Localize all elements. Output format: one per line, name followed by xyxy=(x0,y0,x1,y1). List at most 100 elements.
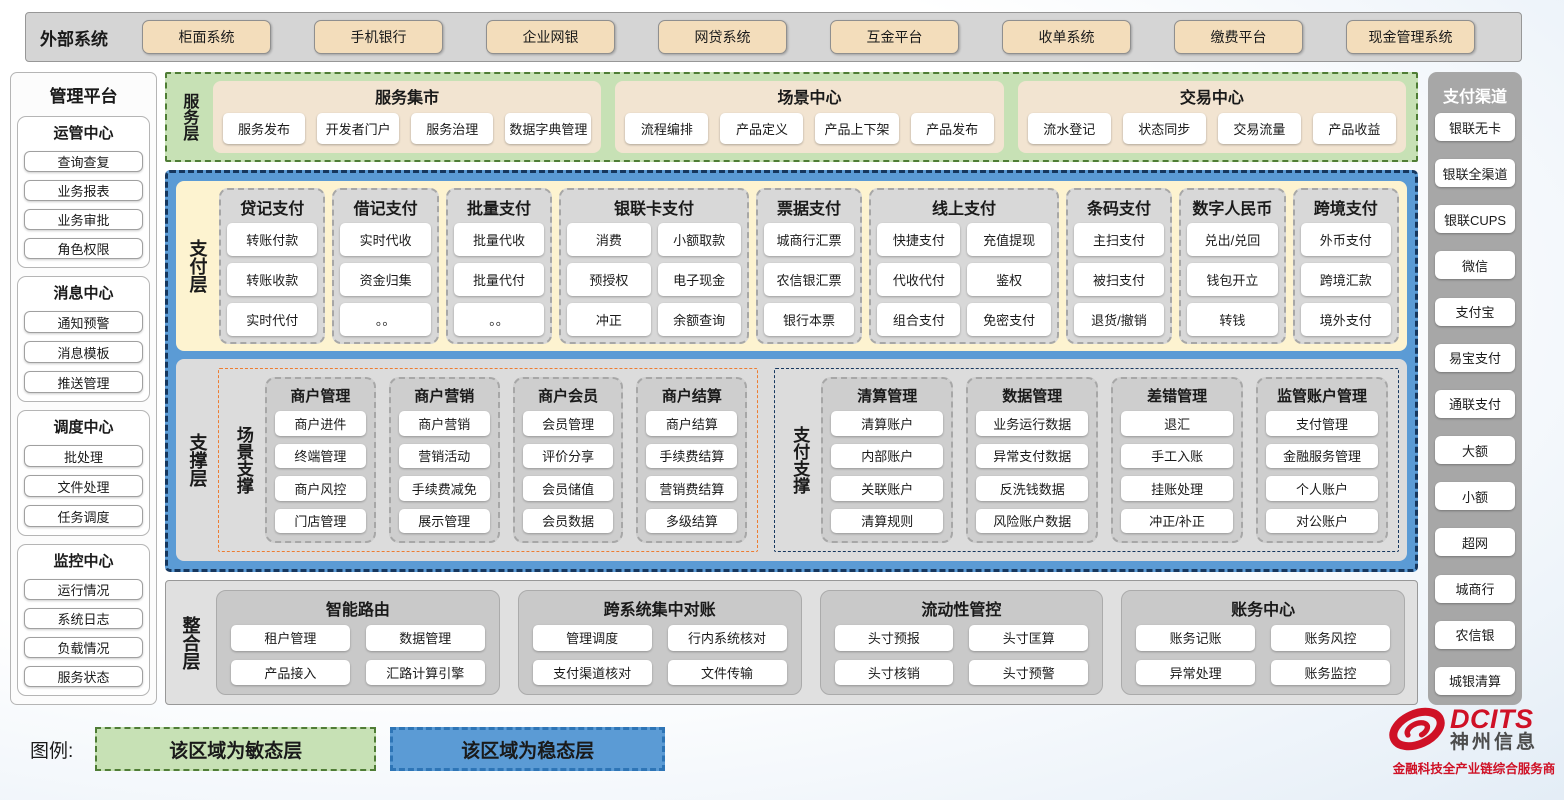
support-item-button[interactable]: 内部账户 xyxy=(831,443,944,468)
payment-item-button[interactable]: 兑出/兑回 xyxy=(1187,223,1278,256)
payment-channel-button[interactable]: 银联无卡 xyxy=(1435,113,1515,141)
service-item-button[interactable]: 流程编排 xyxy=(625,113,709,144)
management-item-button[interactable]: 消息模板 xyxy=(24,341,143,363)
support-item-button[interactable]: 会员储值 xyxy=(522,476,614,501)
support-item-button[interactable]: 商户营销 xyxy=(398,411,490,436)
payment-channel-button[interactable]: 超网 xyxy=(1435,528,1515,557)
integration-item-button[interactable]: 头寸预报 xyxy=(834,625,954,651)
management-item-button[interactable]: 系统日志 xyxy=(24,608,143,629)
support-item-button[interactable]: 会员管理 xyxy=(522,411,614,436)
payment-channel-button[interactable]: 农信银 xyxy=(1435,620,1515,649)
management-item-button[interactable]: 负载情况 xyxy=(24,637,143,658)
integration-item-button[interactable]: 账务风控 xyxy=(1271,625,1390,651)
integration-item-button[interactable]: 文件传输 xyxy=(667,659,787,685)
management-item-button[interactable]: 服务状态 xyxy=(24,666,143,687)
management-item-button[interactable]: 任务调度 xyxy=(24,505,143,527)
support-item-button[interactable]: 手续费减免 xyxy=(398,476,490,501)
payment-item-button[interactable]: 预授权 xyxy=(567,263,651,296)
payment-channel-button[interactable]: 通联支付 xyxy=(1435,389,1515,418)
external-system-button[interactable]: 缴费平台 xyxy=(1174,20,1303,54)
payment-channel-button[interactable]: 小额 xyxy=(1435,482,1515,511)
external-system-button[interactable]: 柜面系统 xyxy=(142,20,271,54)
support-item-button[interactable]: 评价分享 xyxy=(522,443,614,468)
service-item-button[interactable]: 开发者门户 xyxy=(317,113,400,144)
payment-item-button[interactable]: 转账收款 xyxy=(227,263,318,296)
payment-item-button[interactable]: 退货/撤销 xyxy=(1073,303,1165,336)
payment-item-button[interactable]: 城商行汇票 xyxy=(763,223,855,256)
management-item-button[interactable]: 角色权限 xyxy=(24,238,143,259)
management-item-button[interactable]: 业务审批 xyxy=(24,209,143,230)
payment-item-button[interactable]: 。。 xyxy=(453,303,545,336)
external-system-button[interactable]: 网贷系统 xyxy=(658,20,787,54)
payment-item-button[interactable]: 小额取款 xyxy=(657,223,741,256)
service-item-button[interactable]: 数据字典管理 xyxy=(505,113,592,144)
integration-item-button[interactable]: 异常处理 xyxy=(1136,659,1256,685)
support-item-button[interactable]: 支付管理 xyxy=(1266,411,1378,436)
service-item-button[interactable]: 服务发布 xyxy=(223,113,306,144)
payment-item-button[interactable]: 转钱 xyxy=(1187,303,1278,336)
payment-item-button[interactable]: 农信银汇票 xyxy=(763,263,855,296)
payment-item-button[interactable]: 跨境汇款 xyxy=(1300,263,1391,296)
payment-item-button[interactable]: 批量代付 xyxy=(453,263,545,296)
integration-item-button[interactable]: 账务监控 xyxy=(1271,659,1390,685)
support-item-button[interactable]: 关联账户 xyxy=(831,476,944,501)
external-system-button[interactable]: 企业网银 xyxy=(486,20,615,54)
support-item-button[interactable]: 门店管理 xyxy=(275,508,366,533)
payment-channel-button[interactable]: 城商行 xyxy=(1435,574,1515,603)
service-item-button[interactable]: 交易流量 xyxy=(1217,113,1301,144)
payment-item-button[interactable]: 消费 xyxy=(567,223,651,256)
integration-item-button[interactable]: 租户管理 xyxy=(231,625,350,651)
management-item-button[interactable]: 通知预警 xyxy=(24,311,143,333)
payment-item-button[interactable]: 免密支付 xyxy=(967,303,1051,336)
management-item-button[interactable]: 推送管理 xyxy=(24,371,143,393)
payment-item-button[interactable]: 冲正 xyxy=(567,303,651,336)
service-item-button[interactable]: 产品发布 xyxy=(910,113,994,144)
payment-item-button[interactable]: 主扫支付 xyxy=(1073,223,1165,256)
payment-item-button[interactable]: 鉴权 xyxy=(967,263,1051,296)
payment-item-button[interactable]: 转账付款 xyxy=(227,223,318,256)
management-item-button[interactable]: 运行情况 xyxy=(24,579,143,600)
management-item-button[interactable]: 查询查复 xyxy=(24,151,143,172)
payment-item-button[interactable]: 境外支付 xyxy=(1300,303,1391,336)
payment-channel-button[interactable]: 易宝支付 xyxy=(1435,343,1515,372)
service-item-button[interactable]: 服务治理 xyxy=(411,113,494,144)
payment-item-button[interactable]: 组合支付 xyxy=(877,303,961,336)
integration-item-button[interactable]: 产品接入 xyxy=(231,659,350,685)
support-item-button[interactable]: 异常支付数据 xyxy=(976,443,1089,468)
payment-item-button[interactable]: 钱包开立 xyxy=(1187,263,1278,296)
payment-item-button[interactable]: 充值提现 xyxy=(967,223,1051,256)
support-item-button[interactable]: 清算账户 xyxy=(831,411,944,436)
payment-channel-button[interactable]: 支付宝 xyxy=(1435,297,1515,326)
payment-item-button[interactable]: 银行本票 xyxy=(763,303,855,336)
integration-item-button[interactable]: 头寸匡算 xyxy=(969,625,1089,651)
external-system-button[interactable]: 现金管理系统 xyxy=(1346,20,1475,54)
support-item-button[interactable]: 多级结算 xyxy=(646,508,738,533)
management-item-button[interactable]: 业务报表 xyxy=(24,180,143,201)
support-item-button[interactable]: 手续费结算 xyxy=(646,443,738,468)
support-item-button[interactable]: 个人账户 xyxy=(1266,476,1378,501)
external-system-button[interactable]: 手机银行 xyxy=(314,20,443,54)
external-system-button[interactable]: 收单系统 xyxy=(1002,20,1131,54)
service-item-button[interactable]: 产品上下架 xyxy=(815,113,899,144)
support-item-button[interactable]: 清算规则 xyxy=(831,508,944,533)
service-item-button[interactable]: 产品收益 xyxy=(1312,113,1396,144)
payment-channel-button[interactable]: 银联全渠道 xyxy=(1435,159,1515,188)
support-item-button[interactable]: 终端管理 xyxy=(275,443,366,468)
support-item-button[interactable]: 商户风控 xyxy=(275,476,366,501)
support-item-button[interactable]: 营销费结算 xyxy=(646,476,738,501)
support-item-button[interactable]: 反洗钱数据 xyxy=(976,476,1089,501)
integration-item-button[interactable]: 行内系统核对 xyxy=(667,625,787,651)
management-item-button[interactable]: 文件处理 xyxy=(24,475,143,497)
service-item-button[interactable]: 产品定义 xyxy=(720,113,804,144)
integration-item-button[interactable]: 汇路计算引擎 xyxy=(365,659,485,685)
payment-item-button[interactable]: 实时代收 xyxy=(340,223,431,256)
service-item-button[interactable]: 流水登记 xyxy=(1027,113,1111,144)
support-item-button[interactable]: 风险账户数据 xyxy=(976,508,1089,533)
payment-item-button[interactable]: 资金归集 xyxy=(340,263,431,296)
payment-channel-button[interactable]: 大额 xyxy=(1435,436,1515,465)
support-item-button[interactable]: 退汇 xyxy=(1121,411,1234,436)
integration-item-button[interactable]: 头寸预警 xyxy=(969,659,1089,685)
payment-item-button[interactable]: 快捷支付 xyxy=(877,223,961,256)
payment-item-button[interactable]: 电子现金 xyxy=(657,263,741,296)
external-system-button[interactable]: 互金平台 xyxy=(830,20,959,54)
